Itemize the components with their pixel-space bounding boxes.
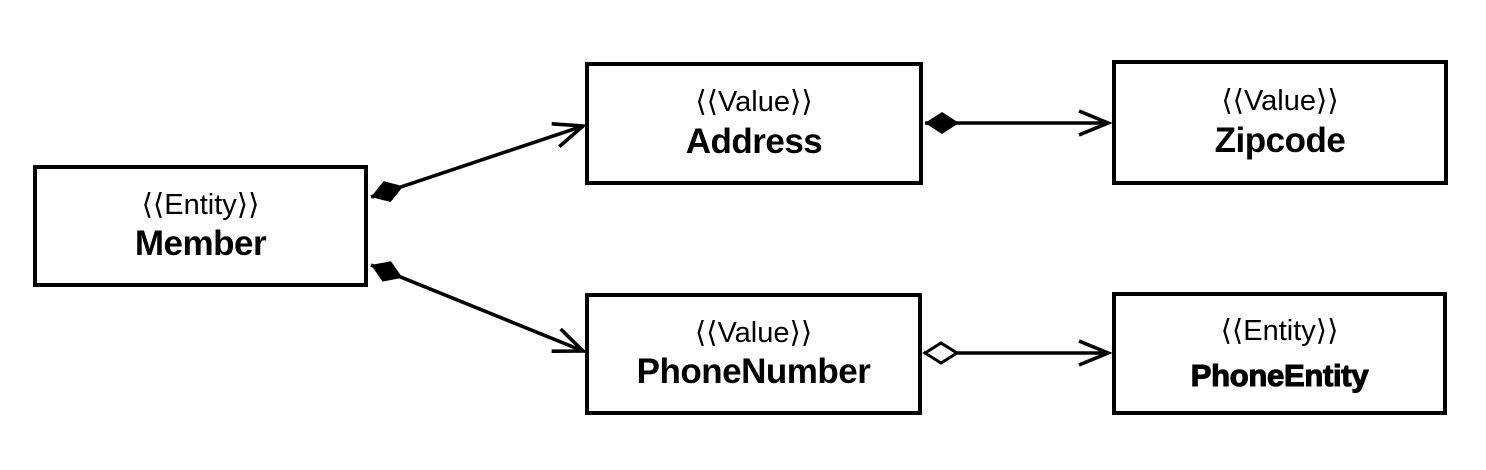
edge-member-phonenumber-composition	[370, 261, 588, 354]
node-phonenumber: ⟨⟨Value⟩⟩ PhoneNumber	[585, 293, 922, 415]
node-address: ⟨⟨Value⟩⟩ Address	[585, 62, 923, 185]
node-name: Zipcode	[1214, 120, 1346, 160]
node-phoneentity: ⟨⟨Entity⟩⟩ PhoneEntity	[1112, 292, 1447, 415]
node-zipcode: ⟨⟨Value⟩⟩ Zipcode	[1112, 60, 1448, 185]
node-name: PhoneEntity	[1190, 357, 1369, 393]
stereotype-label: ⟨⟨Entity⟩⟩	[141, 188, 260, 221]
stereotype-label: ⟨⟨Value⟩⟩	[695, 86, 813, 119]
stereotype-label: ⟨⟨Value⟩⟩	[1221, 85, 1339, 118]
edge-member-address-composition	[370, 122, 588, 203]
node-name: PhoneNumber	[636, 352, 871, 392]
node-name: Address	[685, 121, 823, 161]
stereotype-label: ⟨⟨Entity⟩⟩	[1220, 315, 1339, 348]
node-name: Member	[134, 224, 267, 264]
node-member: ⟨⟨Entity⟩⟩ Member	[33, 165, 368, 287]
stereotype-label: ⟨⟨Value⟩⟩	[694, 316, 813, 349]
